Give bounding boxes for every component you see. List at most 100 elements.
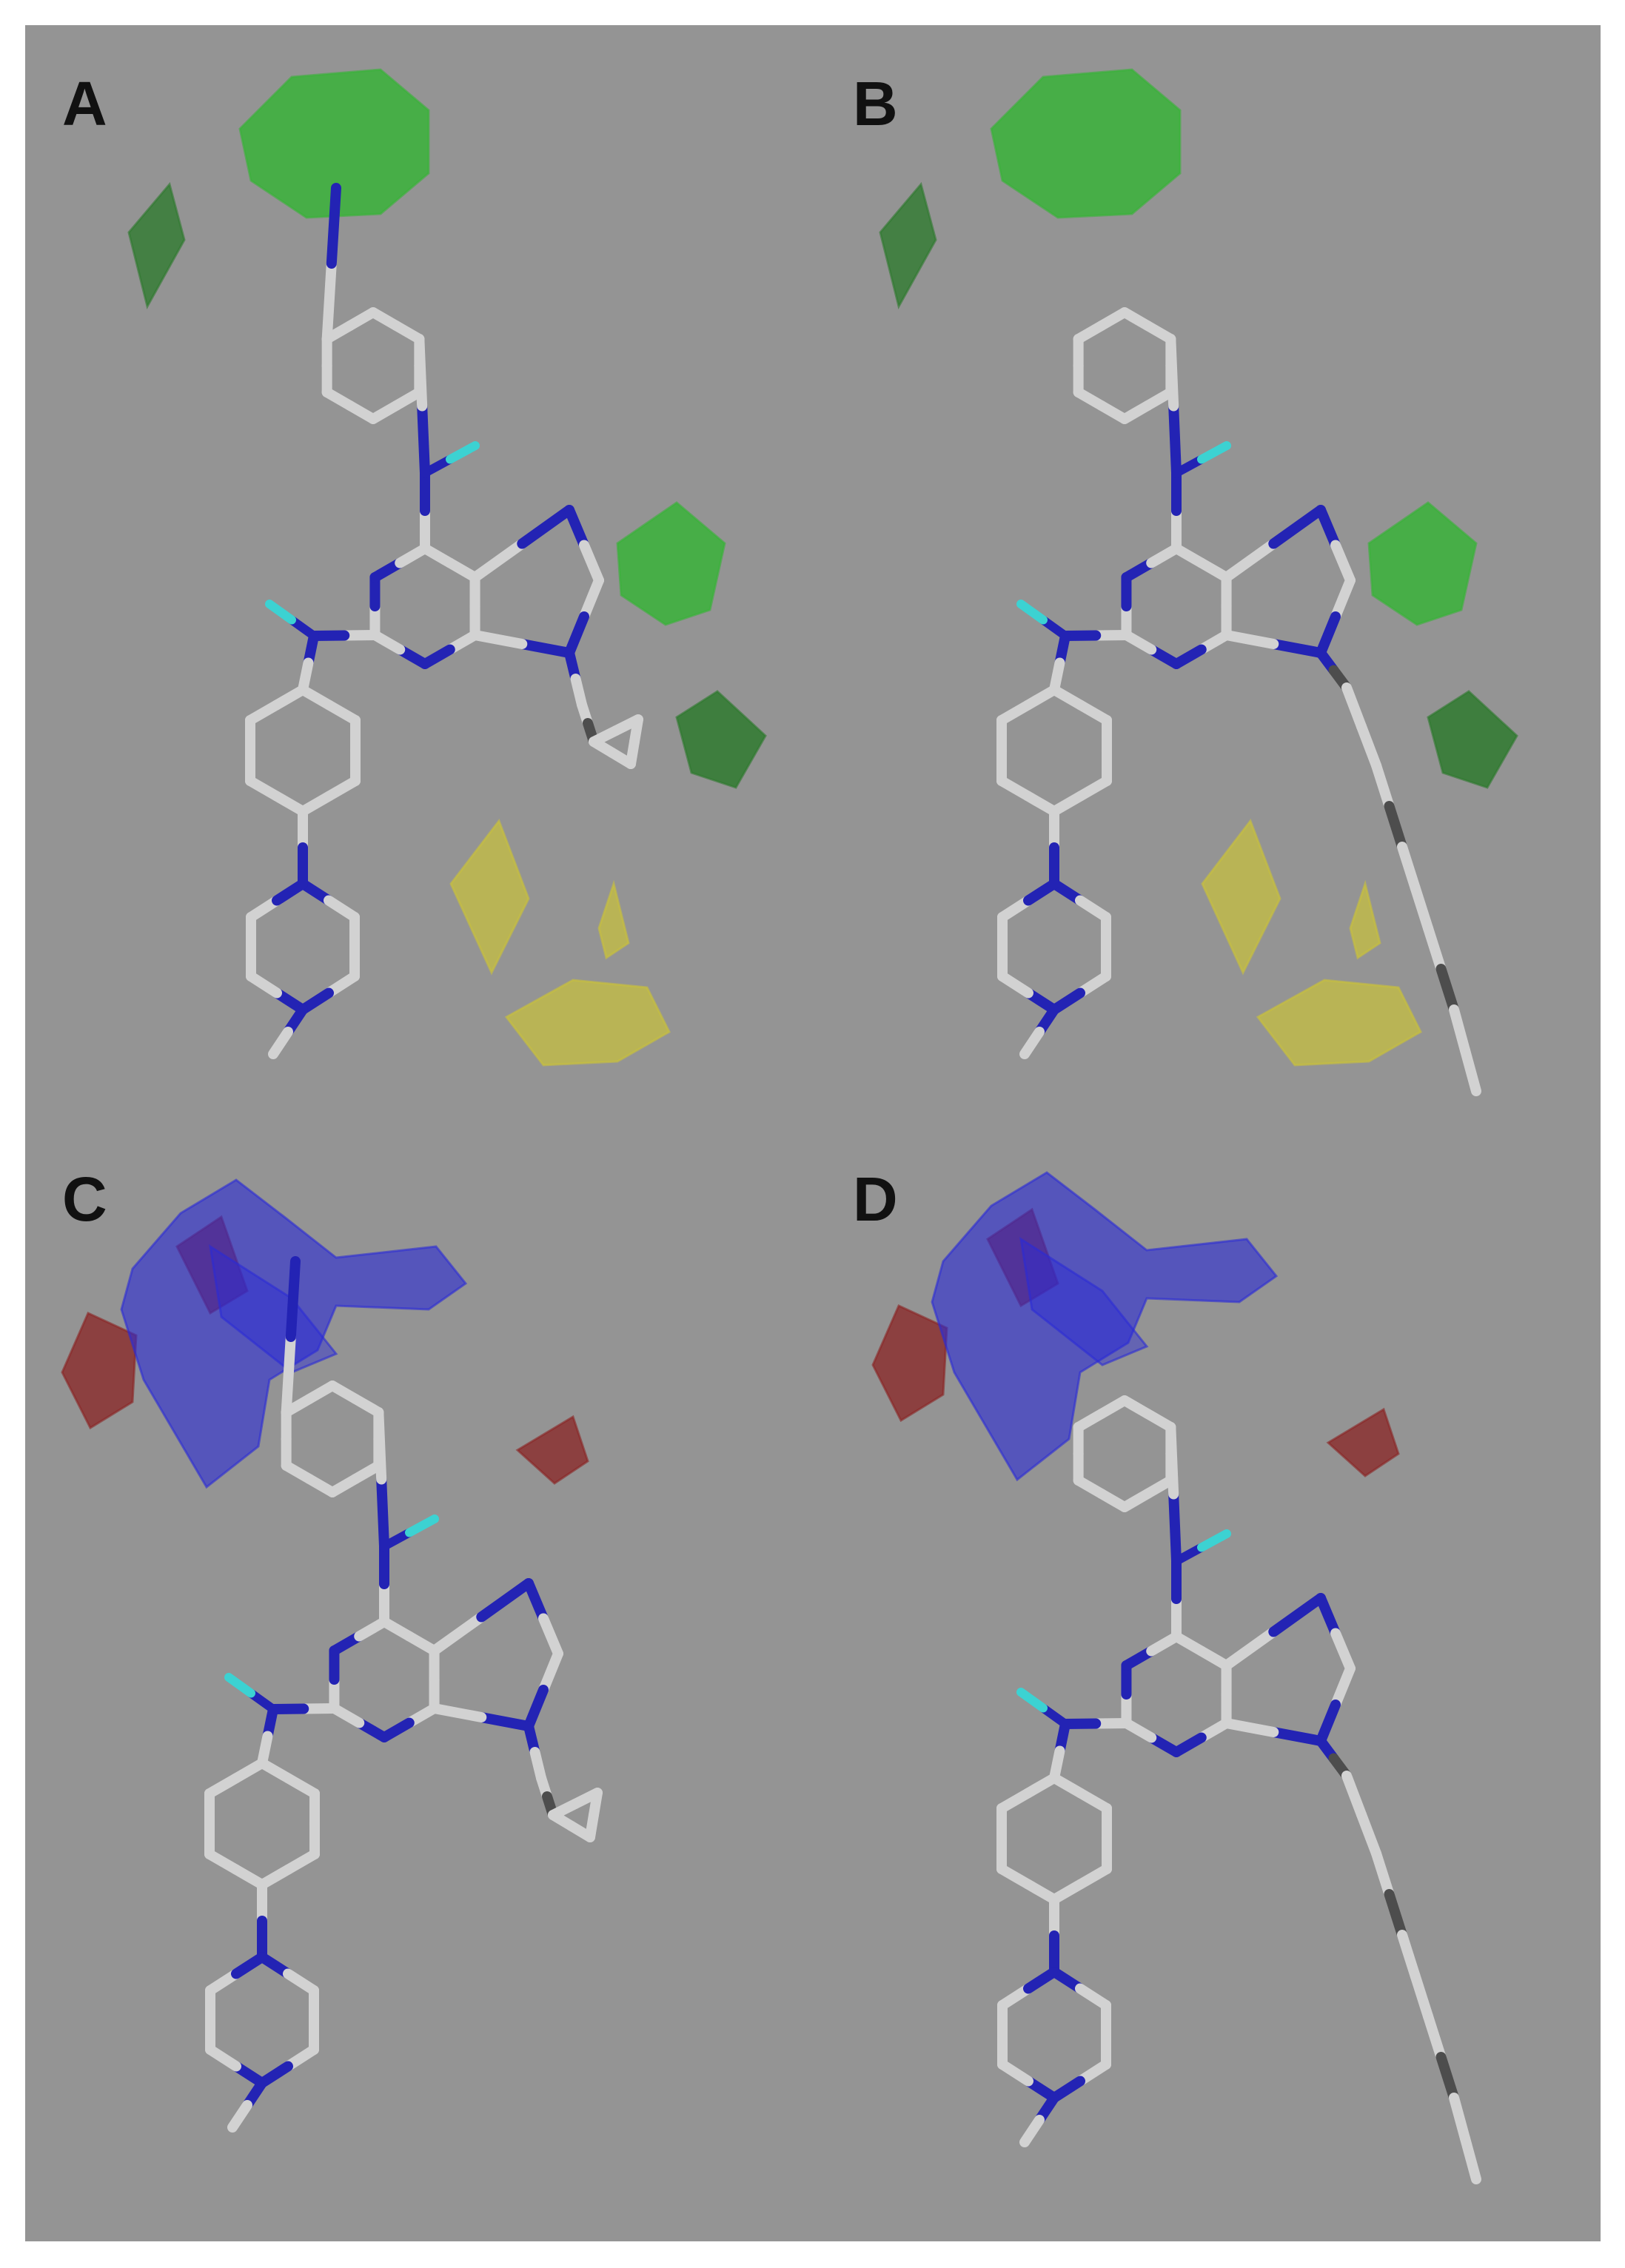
cyclopropyl-ring — [548, 1799, 580, 1820]
alkyl-chain-bond — [1410, 882, 1433, 933]
n-h-bond — [1197, 441, 1231, 464]
imidazole-ring — [564, 611, 589, 658]
imidazole-ring — [1330, 1663, 1356, 1710]
imidazole-ring — [1330, 540, 1356, 586]
ligand-structure — [244, 183, 643, 1059]
alkyl-chain-bond — [1371, 1848, 1395, 1899]
imidazole-ring — [469, 538, 528, 583]
imidazole-ring — [523, 1685, 549, 1731]
lower-phenyl-ring — [1022, 1773, 1059, 1799]
imidazole-ring — [1268, 505, 1326, 549]
alkyl-chain-bond — [1397, 842, 1421, 893]
methyl-bond — [227, 2100, 252, 2133]
imidazole-ring — [538, 1648, 563, 1695]
electrostatic-negative-contour — [871, 1304, 948, 1423]
imidazole-ring — [1316, 1593, 1341, 1639]
lower-phenyl-ring — [271, 685, 308, 711]
alkyl-chain-bond — [1397, 1930, 1421, 1981]
panel-label-c: C — [62, 1164, 107, 1234]
steric-favorable-contour — [990, 68, 1182, 219]
steric-unfavorable-contour — [597, 879, 630, 960]
alkyl-chain-bond — [1423, 923, 1447, 974]
electrostatic-contours — [871, 1171, 1400, 1482]
piperazine-ring — [1023, 879, 1059, 906]
amine-bond — [1168, 400, 1182, 478]
panel-label-a: A — [62, 69, 107, 138]
steric-favorable-contour — [616, 501, 726, 626]
imidazole-ring — [517, 505, 574, 549]
amine-bond — [376, 1474, 389, 1551]
imidazole-ring — [1221, 630, 1279, 649]
amino-substituent-bond — [326, 183, 341, 269]
alkyl-chain-bond — [1460, 1045, 1481, 1096]
panel-label-d: D — [853, 1164, 898, 1234]
steric-unfavorable-contour — [1349, 879, 1381, 960]
panel-label-b: B — [853, 69, 898, 138]
steric-unfavorable-contour — [504, 979, 671, 1067]
cyclopropyl-ring — [589, 725, 621, 747]
alkyl-chain-bond — [1341, 1771, 1367, 1820]
imidazole-ring — [579, 540, 604, 586]
imidazole-ring — [1330, 1628, 1356, 1674]
alkyl-chain-bond — [1435, 2052, 1459, 2103]
imidazole-ring — [1268, 1727, 1326, 1746]
alkyl-chain-bond — [1410, 1970, 1433, 2022]
n-h-bond — [265, 600, 296, 625]
imidazole-ring — [1221, 538, 1279, 583]
imidazole-ring — [579, 575, 604, 622]
electrostatic-negative-contour — [1326, 1407, 1400, 1477]
electrostatic-negative-contour — [515, 1415, 589, 1485]
amine-bond — [1168, 1489, 1182, 1566]
n-h-bond — [224, 1673, 255, 1698]
top-phenyl-ring — [1142, 321, 1176, 344]
alkyl-chain-bond — [1371, 760, 1395, 811]
piperazine-ring — [1023, 1967, 1059, 1994]
imidazole-ring — [1221, 1626, 1279, 1671]
methyl-bond — [268, 1027, 293, 1059]
imidazole-ring — [1268, 1593, 1326, 1637]
steric-favorable-contour — [127, 181, 186, 310]
amino-substituent-bond — [285, 1256, 301, 1342]
molecular-field-figure — [61, 68, 1518, 2184]
steric-unfavorable-contour — [1201, 818, 1281, 976]
imidazole-ring — [538, 1613, 563, 1659]
top-phenyl-ring — [350, 1394, 384, 1418]
piperazine-ring — [231, 1952, 267, 1979]
n-h-bond — [1016, 1688, 1048, 1713]
n-h-bond — [446, 441, 480, 464]
imidazole-ring — [476, 1578, 534, 1623]
electrostatic-positive-contour — [208, 1244, 338, 1374]
steric-unfavorable-contour — [1256, 979, 1422, 1067]
methyl-bond — [1019, 2115, 1045, 2147]
top-phenyl-ring — [1142, 1409, 1176, 1432]
imidazole-ring — [1316, 1700, 1341, 1746]
imidazole-ring — [1330, 575, 1356, 622]
ligand-structure — [996, 1395, 1481, 2184]
electrostatic-contours — [61, 1178, 589, 1489]
steric-contours — [127, 68, 767, 1067]
methyl-bond — [1019, 1027, 1045, 1059]
alkyl-chain-bond — [1356, 1809, 1381, 1859]
alkyl-chain-bond — [1435, 964, 1459, 1015]
imidazole-ring — [429, 1703, 487, 1722]
imidazole-ring — [564, 505, 589, 551]
alkyl-chain-bond — [1384, 801, 1407, 852]
ligand-structure — [204, 1256, 603, 2133]
imidazole-ring — [429, 1611, 487, 1656]
lower-phenyl-ring — [1022, 685, 1059, 711]
piperazine-ring — [272, 879, 308, 906]
imidazole-ring — [469, 630, 528, 649]
imidazole-ring — [517, 639, 574, 658]
alkyl-chain-bond — [1384, 1889, 1407, 1940]
steric-favorable-contour — [879, 181, 937, 310]
imidazole-ring — [1221, 1718, 1279, 1737]
steric-favorable-contour — [238, 68, 430, 219]
amino-substituent-bond — [321, 258, 337, 344]
imidazole-ring — [1268, 639, 1326, 658]
imidazole-ring — [523, 1578, 549, 1624]
alkyl-chain-bond — [1356, 721, 1381, 771]
imidazole-ring — [476, 1712, 534, 1731]
amino-substituent-bond — [281, 1332, 296, 1418]
alkyl-chain-bond — [1341, 682, 1367, 732]
steric-contours — [879, 68, 1518, 1067]
